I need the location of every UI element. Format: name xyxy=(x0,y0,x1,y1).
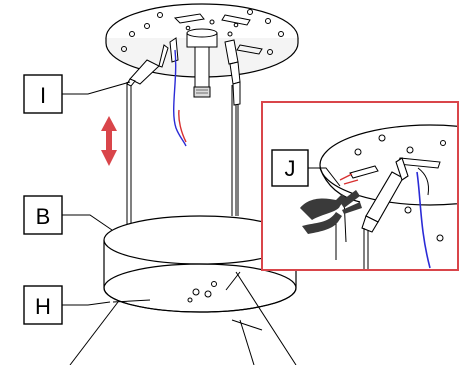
cable-gripper-left xyxy=(126,44,169,87)
cable-gripper-right xyxy=(224,39,241,106)
callout-j: J xyxy=(271,149,341,187)
callout-h: H xyxy=(23,285,111,325)
suspension-cables xyxy=(126,82,239,228)
ceiling-plate xyxy=(105,3,299,98)
callout-i: I xyxy=(23,74,131,114)
double-arrow-icon xyxy=(101,116,117,166)
lamp-body xyxy=(103,215,297,331)
plate-holes xyxy=(121,9,284,55)
power-wires xyxy=(173,49,187,147)
lamp-bottom-details xyxy=(112,271,263,331)
pliers-icon xyxy=(300,190,362,234)
callout-h-label: H xyxy=(35,294,51,319)
callout-b-label: B xyxy=(36,204,51,229)
callout-b: B xyxy=(23,195,113,235)
cable-gripper-center xyxy=(169,37,179,63)
lamp-wires-down xyxy=(69,271,297,365)
inset-cable-gripper xyxy=(361,157,409,233)
callout-j-label: J xyxy=(285,156,296,181)
callout-i-label: I xyxy=(40,83,46,108)
